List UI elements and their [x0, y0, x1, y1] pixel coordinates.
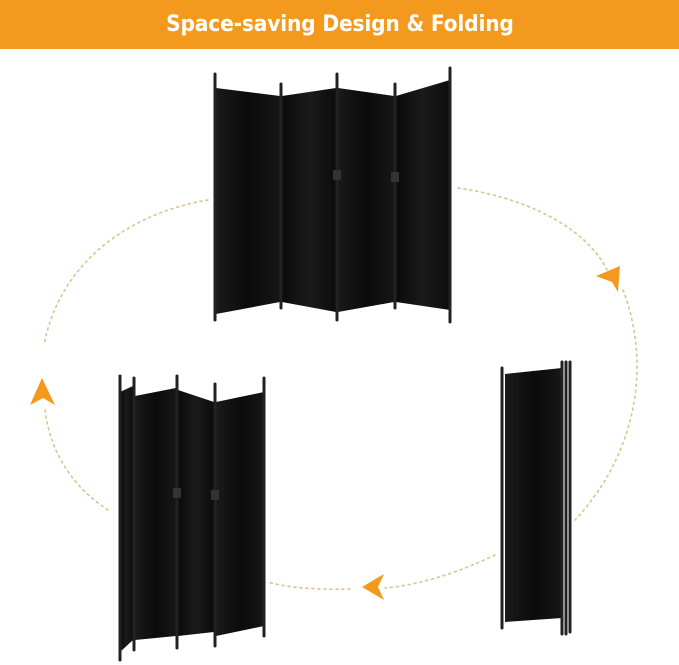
partial-panel-2	[135, 388, 176, 640]
cycle-path-top-right	[457, 187, 608, 271]
panel-1	[216, 88, 280, 314]
cycle-path-left	[44, 409, 109, 511]
panel-3	[338, 88, 394, 312]
arrow-right-down-icon	[596, 266, 620, 292]
unfolded-screen	[213, 66, 452, 324]
cycle-path-bottom-left	[267, 581, 351, 590]
panel-2	[282, 88, 336, 312]
cycle-path-top-left	[43, 199, 209, 346]
partial-panel-3	[178, 390, 214, 636]
header-banner: Space-saving Design & Folding	[0, 0, 679, 49]
cycle-path-right	[574, 289, 638, 521]
partial-panel-1	[120, 386, 133, 652]
folded-screen	[500, 360, 572, 636]
arrow-up-icon	[30, 378, 55, 405]
panel-4	[396, 80, 450, 310]
cycle-path-bottom-right	[384, 554, 496, 589]
partially-folded-screen	[118, 374, 266, 662]
folded-panel	[505, 368, 562, 622]
partial-panel-4	[216, 392, 264, 636]
arrow-left-icon	[362, 574, 384, 600]
cycle-path	[43, 187, 638, 590]
banner-title: Space-saving Design & Folding	[165, 12, 514, 37]
